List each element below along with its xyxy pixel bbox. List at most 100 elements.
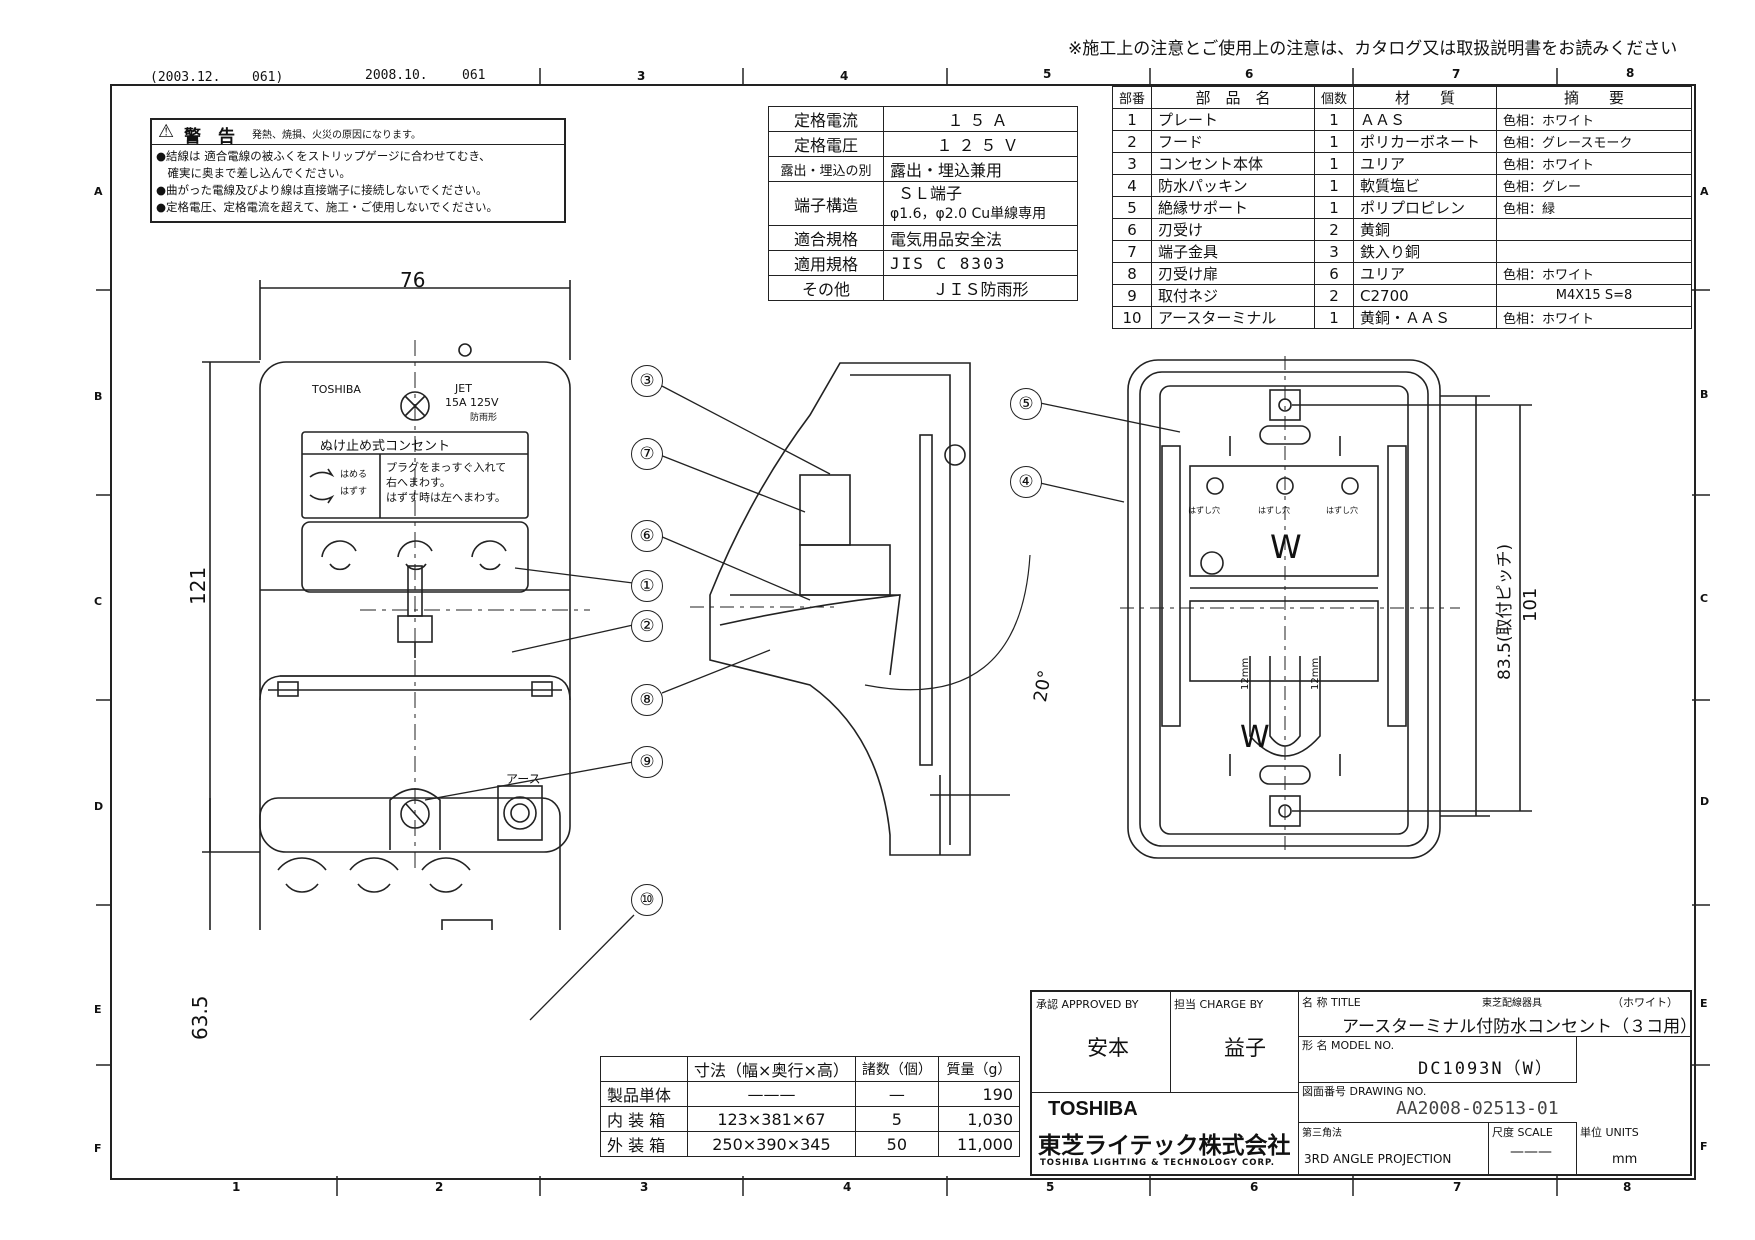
part-qty: 2 (1314, 284, 1355, 307)
row-label-a-right: A (1700, 185, 1709, 198)
row-label-e-right: E (1700, 997, 1708, 1010)
charge-name: 益子 (1224, 1036, 1266, 1060)
warning-line-2: 確実に奥まで差し込んでください。 (156, 166, 351, 180)
warning-box: ⚠ 警 告 発熱、焼損、火災の原因になります。 ●結線は 適合電線の被ふくをスト… (150, 118, 566, 223)
part-name: フード (1151, 130, 1316, 153)
part-no: 10 (1111, 306, 1153, 329)
product-title: アースターミナル付防水コンセント（３コ用） (1342, 1017, 1698, 1037)
earth-label: アース (506, 772, 541, 786)
pack-header: 質量（g） (937, 1056, 1021, 1082)
revision-1: (2003.12. (150, 70, 221, 85)
insert-label: はめる (340, 470, 368, 480)
rating-label: 適合規格 (768, 225, 884, 251)
part-name: 刃受け扉 (1151, 262, 1316, 285)
col-label-8b: 8 (1623, 1180, 1632, 1194)
model-number: DC1093N（W） (1418, 1059, 1554, 1079)
projection: 3RD ANGLE PROJECTION (1304, 1152, 1452, 1166)
callout-9: ⑨ (631, 746, 663, 778)
parts-header: 部 品 名 (1151, 86, 1316, 109)
part-material: 軟質塩ビ (1353, 174, 1498, 197)
col-label-3b: 3 (640, 1180, 649, 1194)
approved-name: 安本 (1087, 1036, 1129, 1060)
title-block: 承認 APPROVED BY 安本 担当 CHARGE BY 益子 名 称 TI… (1030, 990, 1697, 1176)
col-label-2b: 2 (435, 1180, 444, 1194)
rating-label: 定格電流 (768, 106, 884, 132)
part-note: 色相：ホワイト (1496, 262, 1692, 285)
pack-cell: 123×381×67 (687, 1106, 856, 1132)
scale: ——— (1510, 1144, 1552, 1160)
pack-cell: 11,000 (937, 1131, 1021, 1157)
company-name-jp: 東芝ライテック株式会社 (1038, 1133, 1291, 1159)
dim-width: 76 (400, 268, 426, 292)
projection-label: 第三角法 (1302, 1128, 1342, 1139)
col-label-6: 6 (1245, 67, 1254, 81)
rating-label: 露出・埋込の別 (768, 156, 884, 182)
part-name: アースターミナル (1151, 306, 1316, 329)
release-hole-2: はずし穴 (1258, 506, 1290, 515)
rating-label: 定格電圧 (768, 131, 884, 157)
pack-cell: 250×390×345 (687, 1131, 856, 1157)
pack-cell: ——— (687, 1081, 856, 1107)
row-label-b: B (94, 390, 103, 403)
warning-line-3: ●曲がった電線及びより線は直接端子に接続しないでください。 (156, 183, 488, 197)
rating-label: その他 (768, 275, 884, 301)
units-label: 単位 UNITS (1580, 1126, 1639, 1139)
label-title: ぬけ止め式コンセント (320, 439, 451, 454)
col-label-5b: 5 (1046, 1180, 1055, 1194)
drawing-label: 図面番号 DRAWING NO. (1302, 1085, 1427, 1098)
release-hole-3: はずし穴 (1326, 506, 1358, 515)
rating-value: ＪＩＳ防雨形 (883, 275, 1078, 301)
release-hole-1: はずし穴 (1188, 506, 1220, 515)
rating-label: 端子構造 (768, 181, 884, 226)
callout-7: ⑦ (631, 438, 663, 470)
pack-cell: 外 装 箱 (599, 1131, 689, 1157)
charge-label: 担当 CHARGE BY (1174, 998, 1264, 1011)
part-material: ＡＡＳ (1353, 108, 1498, 131)
part-name: 絶縁サポート (1151, 196, 1316, 219)
callout-4: ④ (1010, 466, 1042, 498)
parts-header: 個数 (1314, 86, 1355, 109)
part-note: 色相：ホワイト (1496, 306, 1692, 329)
brand-label: TOSHIBA (312, 383, 361, 396)
rating-value: 電気用品安全法 (883, 225, 1078, 251)
scale-label: 尺度 SCALE (1492, 1126, 1553, 1139)
part-name: プレート (1151, 108, 1316, 131)
row-label-f-right: F (1700, 1140, 1708, 1153)
col-label-7: 7 (1452, 67, 1461, 81)
pack-cell: — (854, 1081, 939, 1107)
packaging-table: 寸法（幅×奥行×高） 諸数（個） 質量（g） 製品単体————190 内 装 箱… (599, 1056, 1021, 1157)
part-no: 9 (1111, 284, 1153, 307)
rating-value-extra: φ1.6，φ2.0 Cu単線専用 (890, 205, 1047, 222)
drawing-frame (110, 84, 1696, 1180)
row-label-e: E (94, 1003, 102, 1016)
callout-6: ⑥ (631, 520, 663, 552)
row-label-f: F (94, 1142, 102, 1155)
revision-2: 061) (252, 70, 284, 85)
pack-cell: 190 (937, 1081, 1021, 1107)
callout-3: ③ (631, 365, 663, 397)
part-material: C2700 (1353, 284, 1498, 307)
col-label-5: 5 (1043, 67, 1052, 81)
warning-subtitle: 発熱、焼損、火災の原因になります。 (252, 130, 421, 141)
revision-4: 061 (462, 68, 486, 83)
row-label-b-right: B (1700, 388, 1709, 401)
pack-header (599, 1056, 689, 1082)
pack-cell: 内 装 箱 (599, 1106, 689, 1132)
callout-2: ② (631, 610, 663, 642)
pack-cell: 製品単体 (599, 1081, 689, 1107)
pack-cell: 1,030 (937, 1106, 1021, 1132)
w-mark-lower: W (1240, 720, 1270, 755)
rating-value: JIS C 8303 (883, 250, 1078, 276)
w-mark-upper: W (1270, 528, 1302, 566)
warning-title: 警 告 (184, 127, 235, 147)
warning-icon: ⚠ (158, 121, 175, 142)
instruction-line: 右へまわす。 (386, 476, 451, 489)
part-qty: 1 (1314, 130, 1355, 153)
row-label-a: A (94, 185, 103, 198)
